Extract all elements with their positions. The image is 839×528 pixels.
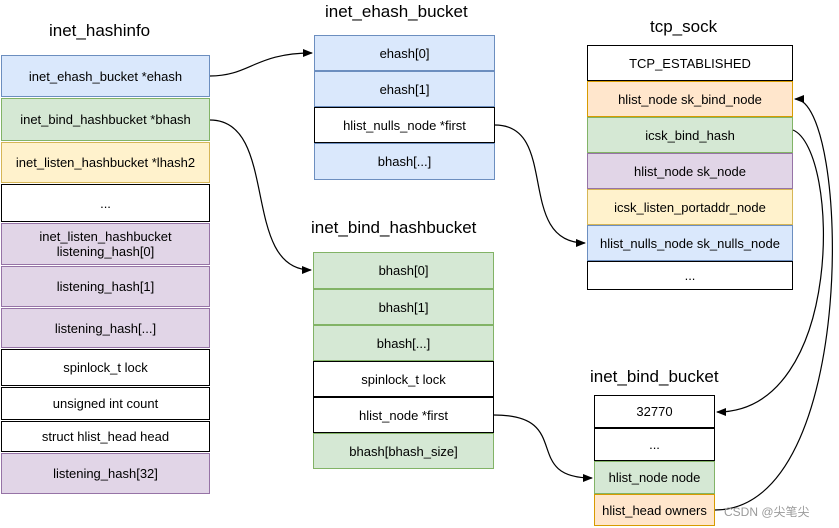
tcp-sock-icsk-bind-hash: icsk_bind_hash xyxy=(587,117,793,153)
hashinfo-ellipsis-field: ... xyxy=(1,184,210,222)
hashinfo-listening-hash-0: inet_listen_hashbucket listening_hash[0] xyxy=(1,223,210,265)
bind-bucket-port: 32770 xyxy=(594,395,715,428)
tcp-sock-sk-bind-node: hlist_node sk_bind_node xyxy=(587,81,793,117)
tcp-sock-sk-nulls-node: hlist_nulls_node sk_nulls_node xyxy=(587,225,793,261)
bind-bucket-ellipsis: ... xyxy=(594,428,715,461)
hashinfo-hlist-head: struct hlist_head head xyxy=(1,421,210,452)
arrow-bhash-to-bind-hashbucket xyxy=(209,119,312,274)
bhash-0: bhash[0] xyxy=(313,252,494,289)
arrow-first-to-nulls-node xyxy=(494,124,586,247)
bhash-spinlock: spinlock_t lock xyxy=(313,361,494,397)
title-tcp-sock: tcp_sock xyxy=(650,17,718,36)
hashinfo-listening-hash-1: listening_hash[1] xyxy=(1,266,210,307)
tcp-sock-sk-node: hlist_node sk_node xyxy=(587,153,793,189)
hashinfo-spinlock-lock: spinlock_t lock xyxy=(1,349,210,386)
bhash-size: bhash[bhash_size] xyxy=(313,433,494,469)
ehash-more: bhash[...] xyxy=(314,143,495,180)
tcp-sock-ellipsis: ... xyxy=(587,261,793,290)
hashinfo-listening-hash-32: listening_hash[32] xyxy=(1,453,210,494)
hashinfo-listening-hash-more: listening_hash[...] xyxy=(1,308,210,348)
arrow-owners-to-sk-bind-node xyxy=(714,95,833,511)
title-inet-bind-bucket: inet_bind_bucket xyxy=(590,367,719,386)
ehash-first-field: hlist_nulls_node *first xyxy=(314,107,495,143)
bind-bucket-owners: hlist_head owners xyxy=(594,494,715,526)
title-inet-bind-hashbucket: inet_bind_hashbucket xyxy=(311,218,477,237)
bind-bucket-node: hlist_node node xyxy=(594,461,715,494)
hashinfo-unsigned-count: unsigned int count xyxy=(1,387,210,420)
bhash-more: bhash[...] xyxy=(313,325,494,361)
title-inet-ehash-bucket: inet_ehash_bucket xyxy=(325,2,468,21)
tcp-sock-state: TCP_ESTABLISHED xyxy=(587,45,793,81)
arrow-ehash-to-bucket xyxy=(209,49,313,77)
watermark: CSDN @尖笔尖 xyxy=(724,505,810,519)
ehash-1: ehash[1] xyxy=(314,71,495,107)
bhash-1: bhash[1] xyxy=(313,289,494,325)
tcp-sock-listen-portaddr: icsk_listen_portaddr_node xyxy=(587,189,793,225)
hashinfo-bhash-field: inet_bind_hashbucket *bhash xyxy=(1,98,210,141)
arrow-first-to-bind-bucket-node xyxy=(493,414,593,482)
hashinfo-lhash2-field: inet_listen_hashbucket *lhash2 xyxy=(1,142,210,183)
arrow-icsk-bind-hash-to-bucket xyxy=(716,129,824,416)
bhash-first-field: hlist_node *first xyxy=(313,397,494,433)
hashinfo-ehash-field: inet_ehash_bucket *ehash xyxy=(1,55,210,97)
ehash-0: ehash[0] xyxy=(314,35,495,71)
title-inet-hashinfo: inet_hashinfo xyxy=(49,21,151,40)
